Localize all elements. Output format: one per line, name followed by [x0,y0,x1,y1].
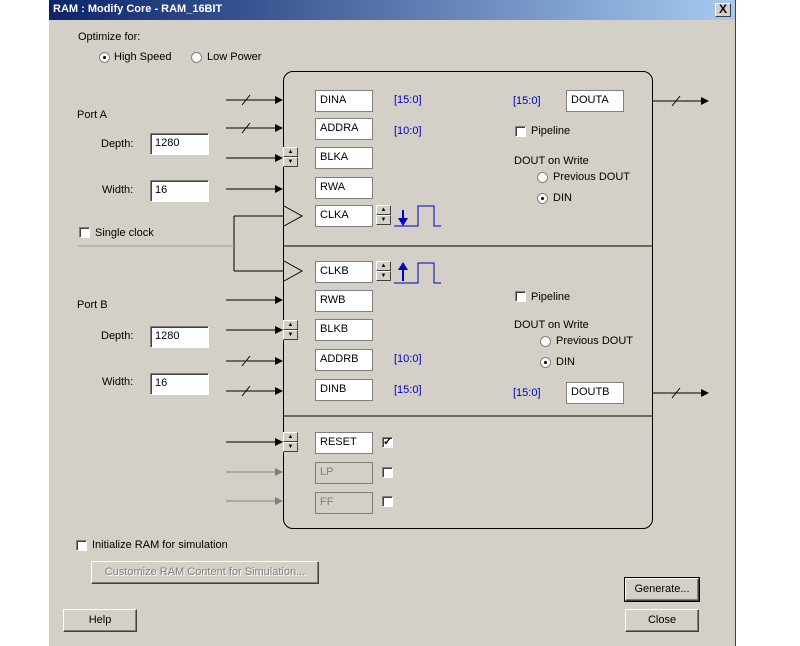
previous-dout-a-label: Previous DOUT [553,171,631,183]
ff-checkbox[interactable] [382,496,393,507]
init-ram-checkbox[interactable] [76,540,87,551]
bus-addrb: [10:0] [394,353,422,365]
bus-doutb: [15:0] [513,387,541,399]
dout-write-b-label: DOUT on Write [514,319,589,331]
single-clock-checkbox[interactable] [79,227,90,238]
signal-rwb: RWB [315,290,373,312]
pipeline-b-checkbox[interactable] [515,291,526,302]
signal-reset: RESET [315,432,373,454]
radio-a-previous-dout[interactable] [537,172,548,183]
blka-polarity-spinner[interactable]: ▲▼ [283,147,298,167]
generate-button[interactable]: Generate... [624,577,700,602]
bus-dinb: [15:0] [394,384,422,396]
high-speed-label: High Speed [114,51,172,63]
signal-clkb: CLKB [315,261,373,283]
bus-douta: [15:0] [513,95,541,107]
radio-a-din[interactable] [537,193,548,204]
title-bar: RAM : Modify Core - RAM_16BIT X [49,0,735,20]
signal-addra: ADDRA [315,118,373,140]
clka-edge-spinner[interactable]: ▲▼ [376,205,391,225]
radio-high-speed[interactable] [99,52,110,63]
signal-rwa: RWA [315,177,373,199]
signal-douta: DOUTA [566,90,624,112]
window-title: RAM : Modify Core - RAM_16BIT [53,3,223,15]
previous-dout-b-label: Previous DOUT [556,335,634,347]
radio-low-power[interactable] [191,52,202,63]
port-a-label: Port A [77,109,107,121]
close-window-button[interactable]: X [715,3,731,17]
dout-write-a-label: DOUT on Write [514,155,589,167]
port-a-depth-input[interactable]: 1280 [150,133,209,155]
port-a-width-input[interactable]: 16 [150,180,209,202]
reset-polarity-spinner[interactable]: ▲▼ [283,432,298,452]
port-a-depth-label: Depth: [101,138,134,150]
reset-checkbox[interactable] [382,435,393,448]
din-b-label: DIN [556,356,575,368]
help-button[interactable]: Help [63,609,137,632]
close-button[interactable]: Close [625,609,699,632]
ram-block-diagram [283,71,653,529]
signal-dina: DINA [315,90,373,112]
optimize-label: Optimize for: [78,31,141,43]
port-a-width-label: Width: [102,184,134,196]
blkb-polarity-spinner[interactable]: ▲▼ [283,320,298,340]
init-ram-label: Initialize RAM for simulation [92,539,228,551]
customize-ram-button[interactable]: Customize RAM Content for Simulation... [91,561,319,584]
port-b-width-input[interactable]: 16 [150,373,209,395]
bus-addra: [10:0] [394,125,422,137]
port-b-label: Port B [77,299,108,311]
signal-dinb: DINB [315,379,373,401]
pipeline-b-label: Pipeline [531,291,571,303]
din-a-label: DIN [553,192,572,204]
lp-checkbox[interactable] [382,467,393,478]
single-clock-label: Single clock [95,227,154,239]
radio-b-previous-dout[interactable] [540,336,551,347]
port-b-depth-input[interactable]: 1280 [150,326,209,348]
signal-blka: BLKA [315,147,373,169]
signal-clka: CLKA [315,205,373,227]
signal-lp: LP [315,462,373,484]
signal-blkb: BLKB [315,319,373,341]
pipeline-a-checkbox[interactable] [515,126,526,137]
signal-doutb: DOUTB [566,382,624,404]
bus-dina: [15:0] [394,94,422,106]
low-power-label: Low Power [207,51,262,63]
clkb-edge-spinner[interactable]: ▲▼ [376,261,391,281]
signal-addrb: ADDRB [315,349,373,371]
port-b-depth-label: Depth: [101,330,134,342]
port-b-width-label: Width: [102,376,134,388]
pipeline-a-label: Pipeline [531,125,571,137]
signal-ff: FF [315,492,373,514]
radio-b-din[interactable] [540,357,551,368]
